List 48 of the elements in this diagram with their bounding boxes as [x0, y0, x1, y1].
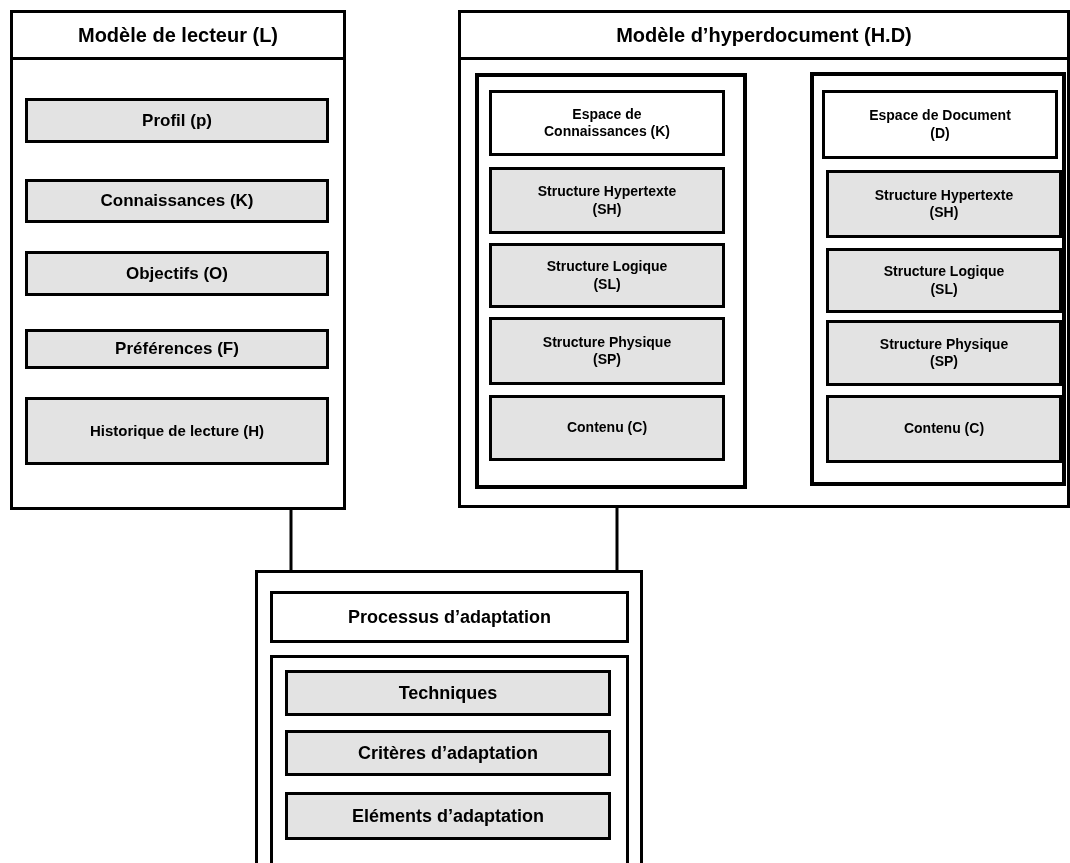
connector-line [289, 510, 293, 570]
box-label: Historique de lecture (H) [89, 421, 265, 441]
box-label: Structure Hypertexte (SH) [873, 186, 1015, 222]
box-label: Processus d’adaptation [347, 605, 552, 629]
model-panel [10, 10, 346, 510]
box-label: Espace de Connaissances (K) [542, 105, 671, 141]
box-label: Connaissances (K) [100, 190, 254, 212]
box-label: Structure Physique (SP) [878, 335, 1010, 371]
component-box [489, 243, 725, 308]
box-label: Critères d’adaptation [357, 741, 538, 765]
box-label: Espace de Document (D) [868, 107, 1012, 142]
component-box [25, 179, 329, 223]
box-label: Contenu (C) [903, 420, 985, 438]
component-box [826, 395, 1062, 463]
box-label: Structure Logique (SL) [545, 258, 669, 293]
box-label: Structure Physique (SP) [541, 333, 673, 369]
model-panel [458, 10, 1070, 508]
component-box [826, 248, 1062, 313]
heading-box [489, 90, 725, 156]
group-frame [270, 655, 629, 863]
component-box [25, 98, 329, 143]
component-box [25, 329, 329, 369]
component-box [285, 730, 611, 776]
component-box [826, 320, 1062, 386]
box-label: Techniques [398, 681, 498, 705]
heading-box [270, 591, 629, 643]
component-box [489, 317, 725, 385]
heading-box [822, 90, 1058, 159]
box-label: Structure Logique (SL) [882, 263, 1006, 298]
box-label: Structure Hypertexte (SH) [536, 183, 678, 218]
box-label: Objectifs (O) [126, 262, 228, 285]
connector-line [615, 508, 619, 570]
component-box [25, 397, 329, 465]
box-label: Préférences (F) [115, 338, 239, 360]
component-box [826, 170, 1062, 238]
component-box [285, 670, 611, 716]
box-label: Profil (p) [142, 109, 212, 132]
component-box [489, 395, 725, 461]
panel-title: Modèle de lecteur (L) [13, 13, 343, 60]
component-box [489, 167, 725, 234]
component-box [285, 792, 611, 840]
group-frame [810, 72, 1066, 486]
group-frame [255, 570, 643, 863]
box-label: Contenu (C) [566, 419, 648, 437]
group-frame [475, 73, 747, 489]
panel-title: Modèle d’hyperdocument (H.D) [461, 13, 1067, 60]
component-box [25, 251, 329, 296]
box-label: Eléments d’adaptation [351, 804, 544, 828]
